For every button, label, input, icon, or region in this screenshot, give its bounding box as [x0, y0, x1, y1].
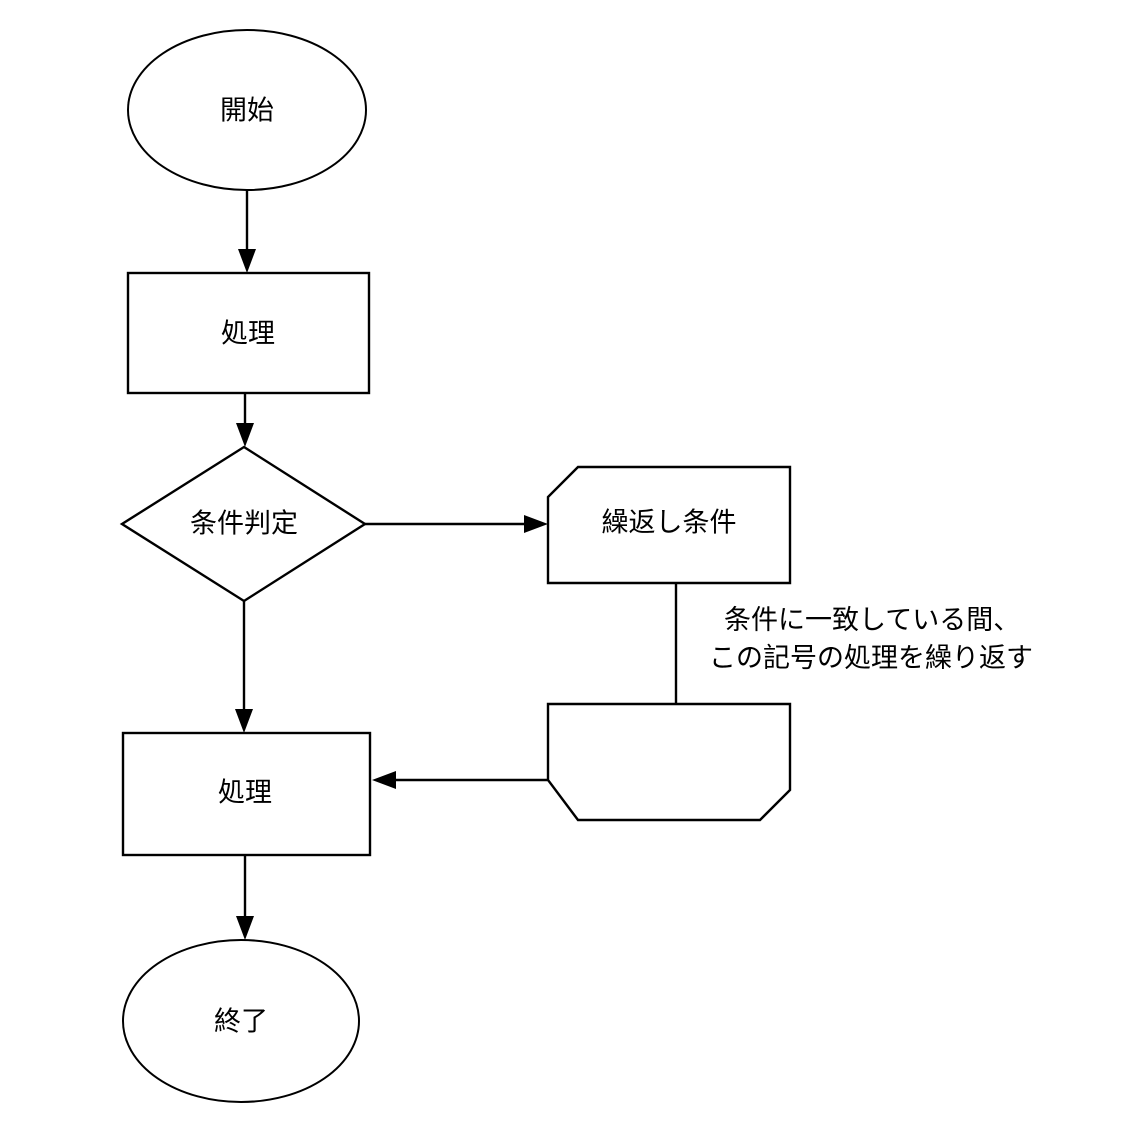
node-loop-start[interactable]: 繰返し条件	[546, 465, 792, 585]
node-loop-end[interactable]	[546, 702, 792, 822]
edge-loopend-to-process2	[372, 771, 548, 789]
end-ellipse-shape	[122, 939, 360, 1103]
edge-process2-to-end	[236, 855, 254, 940]
node-loop-start-label: 繰返し条件	[602, 508, 737, 539]
loop-note-annotation: 条件に一致している間、 この記号の処理を繰り返す	[709, 605, 1033, 674]
node-process2-label: 処理	[218, 778, 272, 809]
edge-decision-to-loopstart	[365, 515, 548, 533]
arrowhead-icon	[235, 709, 253, 733]
loop-end-shape	[546, 702, 792, 822]
node-end[interactable]: 終了	[122, 939, 360, 1103]
node-decision-label: 条件判定	[190, 509, 298, 540]
node-process1[interactable]: 処理	[126, 271, 371, 395]
node-decision[interactable]: 条件判定	[119, 445, 368, 603]
node-start-label: 開始	[220, 96, 274, 127]
edge-decision-to-process2	[235, 601, 253, 733]
edge-start-to-process1	[238, 190, 256, 273]
process2-rect-shape	[121, 731, 372, 857]
edge-process1-to-decision	[236, 393, 254, 447]
loop-note-line1: 条件に一致している間、	[724, 605, 1020, 636]
process1-rect-shape	[126, 271, 371, 395]
arrowhead-icon	[236, 916, 254, 940]
arrowhead-icon	[238, 249, 256, 273]
node-end-label: 終了	[214, 1007, 268, 1038]
node-process2[interactable]: 処理	[121, 731, 372, 857]
arrowhead-icon	[236, 423, 254, 447]
node-process1-label: 処理	[221, 319, 275, 350]
arrowhead-icon	[372, 771, 396, 789]
node-start[interactable]: 開始	[127, 29, 367, 191]
arrowhead-icon	[524, 515, 548, 533]
loop-note-line2: この記号の処理を繰り返す	[709, 643, 1033, 674]
loop-start-shape	[546, 465, 792, 585]
